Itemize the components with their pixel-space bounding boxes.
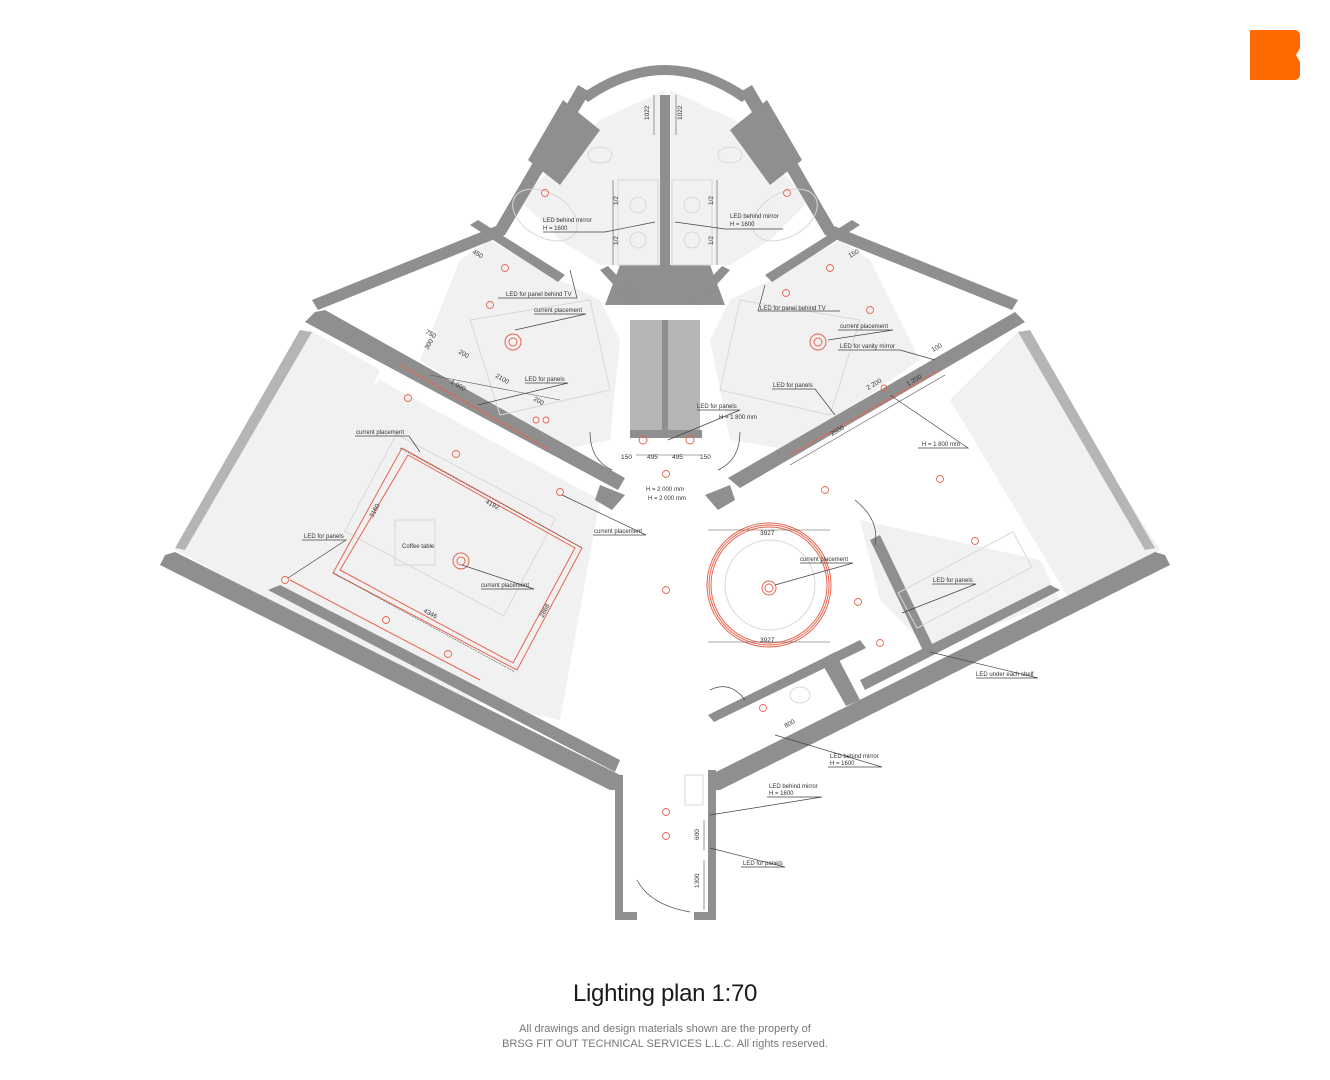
wall-left-divider — [305, 310, 625, 490]
label-current-placement: current placement — [594, 529, 642, 535]
plan-labels: LED behind mirror H = 1600 LED behind mi… — [304, 214, 1034, 867]
copyright-line-1: All drawings and design materials shown … — [519, 1023, 811, 1035]
label-current-placement: current placement — [800, 557, 848, 563]
lighting-floor-plan: LED behind mirror H = 1600 LED behind mi… — [160, 65, 1170, 920]
label-current-placement: current placement — [840, 324, 888, 330]
label-current-placement: current placement — [534, 308, 582, 314]
dim-150: 150 — [848, 248, 861, 260]
label-coffee-table: Coffee table — [402, 544, 435, 550]
leader-lines — [287, 221, 1039, 868]
plan-title: Lighting plan 1:70 — [572, 980, 758, 1007]
living-led-frame — [332, 447, 583, 671]
label-led-mirror-bath2: LED behind mirror — [830, 754, 879, 760]
label-current-placement: current placement — [481, 583, 529, 589]
dim-600: 600 — [694, 829, 701, 840]
dim-800: 800 — [784, 718, 797, 730]
label-led-panels: LED for panels — [304, 534, 344, 540]
label-led-mirror-left: LED behind mirror — [543, 218, 592, 224]
dim-300: 300 — [424, 338, 436, 351]
dim-half: 1/2 — [613, 196, 620, 205]
label-led-panels: LED for panels — [697, 404, 737, 410]
label-h2000: H = 2 000 mm — [648, 496, 686, 502]
label-led-tv-right: LED for panel behind TV — [760, 306, 826, 312]
dim-750: 750 — [424, 329, 437, 341]
dim-half: 1/2 — [708, 196, 715, 205]
brand-logo-icon — [1250, 30, 1300, 80]
furniture — [344, 146, 1033, 806]
dining-led-circle — [710, 526, 828, 644]
label-led-tv-left: LED for panel behind TV — [506, 292, 572, 298]
spotlights — [281, 189, 979, 840]
label-led-shelf: LED under each shelf — [976, 672, 1034, 678]
dim-495: 495 — [672, 454, 683, 461]
label-led-panels: LED for panels — [743, 861, 783, 867]
label-led-panels: LED for panels — [933, 578, 973, 584]
dim-150: 150 — [700, 454, 711, 461]
dim-3927: 3927 — [760, 530, 775, 537]
dim-1022: 1022 — [677, 105, 684, 120]
dim-half: 1/2 — [613, 236, 620, 245]
copyright-note: All drawings and design materials shown … — [0, 1022, 1330, 1052]
wall-left-lower — [160, 552, 620, 790]
dim-1022: 1022 — [644, 105, 651, 120]
dim-200: 200 — [532, 396, 545, 408]
dim-495: 495 — [647, 454, 658, 461]
copyright-line-2: BRSG FIT OUT TECHNICAL SERVICES L.L.C. A… — [502, 1038, 828, 1050]
dim-1300: 1300 — [694, 873, 701, 888]
label-led-panels: LED for panels — [773, 383, 813, 389]
wall-right-lower — [710, 552, 1170, 790]
label-h1800: H = 1 800 mm — [719, 415, 757, 421]
label-h1600-bath2: H = 1600 — [830, 761, 855, 767]
label-led-mirror-right: LED behind mirror — [730, 214, 779, 220]
led-lines — [289, 333, 941, 681]
walls — [160, 65, 1170, 920]
dim-3927: 3927 — [760, 637, 775, 644]
dimension-lines — [332, 95, 946, 910]
caption-block: Lighting plan 1:70 All drawings and desi… — [0, 980, 1330, 1052]
logo-shape — [1250, 30, 1300, 80]
dim-150: 150 — [621, 454, 632, 461]
wall-right-divider — [728, 312, 1025, 488]
wall-top-arc — [580, 65, 750, 102]
label-led-mirror-bath3: LED behind mirror — [769, 784, 818, 790]
dim-half: 1/2 — [708, 236, 715, 245]
label-h1800: H = 1 800 mm — [922, 442, 960, 448]
label-h2000: H = 2 000 mm — [646, 487, 684, 493]
label-led-vanity: LED for vanity mirror — [840, 344, 895, 350]
dim-450: 450 — [471, 249, 484, 261]
label-h1600-bath3: H = 1600 — [769, 791, 794, 797]
label-h1600-right: H = 1600 — [730, 222, 755, 228]
label-led-panels: LED for panels — [525, 377, 565, 383]
dim-100: 100 — [931, 342, 944, 354]
dim-200: 200 — [457, 349, 470, 361]
label-h1600-left: H = 1600 — [543, 226, 568, 232]
door-swings — [589, 431, 877, 913]
label-current-placement: current placement — [356, 430, 404, 436]
